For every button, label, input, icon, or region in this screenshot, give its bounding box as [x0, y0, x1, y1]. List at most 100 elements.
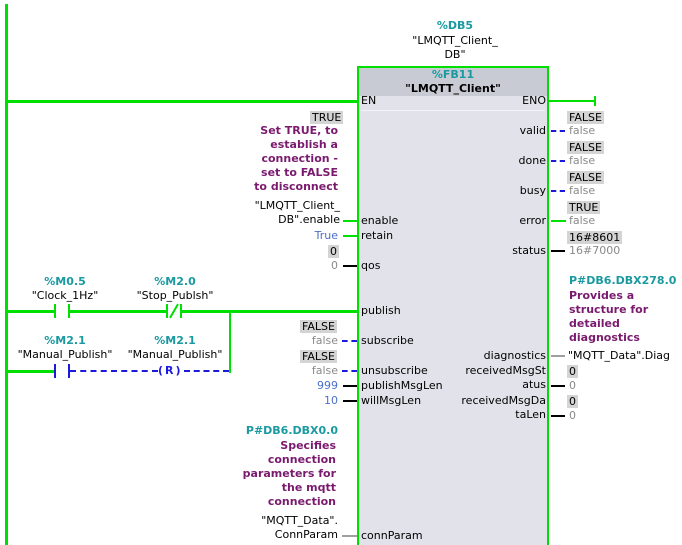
publishmsglen-wire [343, 385, 357, 387]
receivedmsgstatus-monitor-value: 0 [567, 365, 578, 378]
contact-stop-name[interactable]: "Stop_Publsh" [136, 289, 214, 302]
valid-wire [551, 130, 565, 132]
pin-publish: publish [361, 304, 401, 317]
subscribe-monitor-value: FALSE [300, 320, 337, 333]
done-value[interactable]: false [569, 154, 596, 167]
contact-clock-no-left[interactable] [54, 304, 56, 318]
status-wire [551, 250, 565, 252]
valid-value[interactable]: false [569, 124, 596, 137]
enable-operand-line1[interactable]: "LMQTT_Client_ [254, 199, 340, 212]
enable-comment-1: Set TRUE, to [260, 124, 338, 137]
busy-monitor-value: FALSE [567, 171, 604, 184]
error-monitor-value: TRUE [567, 201, 601, 214]
pin-eno: ENO [522, 94, 546, 107]
eno-wire-end [594, 96, 596, 106]
contact-clock-name[interactable]: "Clock_1Hz" [31, 289, 99, 302]
status-value[interactable]: 16#7000 [569, 244, 621, 257]
publish-wire-1 [5, 310, 55, 313]
power-rail [5, 4, 8, 545]
function-block-lmqtt-client[interactable]: %FB11 "LMQTT_Client" [357, 66, 549, 545]
block-name: "LMQTT_Client" [405, 82, 501, 95]
willmsglen-value[interactable]: 10 [324, 394, 338, 407]
contact-manual-no-right[interactable] [68, 364, 70, 378]
instance-db-name-line1[interactable]: "LMQTT_Client_ [412, 34, 498, 47]
subscribe-value[interactable]: false [311, 334, 338, 347]
pin-diagnostics: diagnostics [483, 349, 546, 362]
manual-wire-2 [70, 370, 158, 372]
enable-comment-2: establish a [270, 138, 338, 151]
enable-monitor-value: TRUE [310, 111, 344, 124]
manual-wire-1 [5, 370, 55, 373]
qos-monitor-value: 0 [328, 245, 339, 258]
unsubscribe-wire [342, 370, 357, 372]
qos-value[interactable]: 0 [331, 259, 338, 272]
busy-wire [551, 190, 565, 192]
connparam-comment-4: the mqtt [281, 481, 336, 494]
receivedmsgstatus-wire [551, 385, 565, 387]
connparam-comment-2: connection [267, 453, 336, 466]
pin-qos: qos [361, 259, 381, 272]
pin-receivedmsgdatalen-l1: receivedMsgDa [461, 394, 546, 407]
connparam-comment-3: parameters for [242, 467, 336, 480]
publishmsglen-value[interactable]: 999 [317, 379, 338, 392]
error-wire [551, 220, 566, 222]
branch-vertical [229, 310, 231, 373]
subscribe-wire [342, 340, 357, 342]
publish-wire-3 [181, 310, 358, 313]
enable-operand-line2[interactable]: DB".enable [278, 213, 340, 226]
block-header: %FB11 "LMQTT_Client" [359, 68, 547, 96]
connparam-wire [342, 535, 357, 537]
diagnostics-comment-2: structure for [569, 303, 649, 316]
en-wire [5, 100, 358, 103]
diagnostics-comment-1: Provides a [569, 289, 635, 302]
unsubscribe-value[interactable]: false [311, 364, 338, 377]
pin-valid: valid [519, 124, 546, 137]
manual-wire-3 [184, 370, 229, 372]
diagnostics-pointer: P#DB6.DBX278.0 [569, 274, 677, 287]
contact-stop-address: %M2.0 [154, 275, 196, 288]
instance-db-address: %DB5 [436, 19, 474, 32]
valid-monitor-value: FALSE [567, 111, 604, 124]
diagnostics-wire [551, 355, 565, 357]
contact-manual-no-left[interactable] [54, 364, 56, 378]
done-wire [551, 160, 565, 162]
pin-status: status [512, 244, 546, 257]
diagnostics-comment-3: detailed [569, 317, 620, 330]
connparam-operand-line1[interactable]: "MQTT_Data". [261, 514, 338, 527]
eno-wire [549, 100, 595, 102]
pin-en: EN [361, 94, 377, 107]
pin-separator [361, 110, 545, 111]
status-monitor-value: 16#8601 [567, 231, 623, 244]
receivedmsgstatus-value[interactable]: 0 [569, 379, 576, 392]
connparam-operand-line2[interactable]: ConnParam [274, 528, 338, 541]
pin-error: error [519, 214, 546, 227]
contact-clock-address: %M0.5 [44, 275, 86, 288]
coil-reset-address: %M2.1 [154, 334, 196, 347]
coil-reset[interactable]: (R) [158, 364, 181, 377]
coil-reset-label: R [165, 364, 174, 377]
pin-subscribe: subscribe [361, 334, 414, 347]
retain-value[interactable]: True [314, 229, 338, 242]
pin-connparam: connParam [361, 529, 423, 542]
pin-busy: busy [519, 184, 546, 197]
connparam-pointer: P#DB6.DBX0.0 [245, 424, 338, 437]
busy-value[interactable]: false [569, 184, 596, 197]
pin-unsubscribe: unsubscribe [361, 364, 428, 377]
diagnostics-comment-4: diagnostics [569, 331, 640, 344]
qos-wire [343, 265, 357, 267]
coil-reset-name[interactable]: "Manual_Publish" [127, 348, 223, 361]
contact-stop-nc-left[interactable] [166, 304, 168, 318]
diagnostics-operand[interactable]: "MQTT_Data".Diag [568, 349, 671, 362]
contact-manual-name[interactable]: "Manual_Publish" [17, 348, 113, 361]
pin-publishmsglen: publishMsgLen [361, 379, 443, 392]
error-value[interactable]: false [569, 214, 596, 227]
pin-receivedmsgdatalen-l2: taLen [515, 408, 546, 421]
pin-done: done [518, 154, 546, 167]
contact-stop-nc-slash [169, 303, 179, 319]
receivedmsgdatalen-value[interactable]: 0 [569, 409, 576, 422]
instance-db-name-line2[interactable]: DB" [444, 48, 466, 61]
pin-receivedmsgstatus-l2: atus [522, 378, 546, 391]
connparam-comment-1: Specifies [280, 439, 336, 452]
connparam-comment-5: connection [267, 495, 336, 508]
retain-wire [343, 235, 357, 237]
